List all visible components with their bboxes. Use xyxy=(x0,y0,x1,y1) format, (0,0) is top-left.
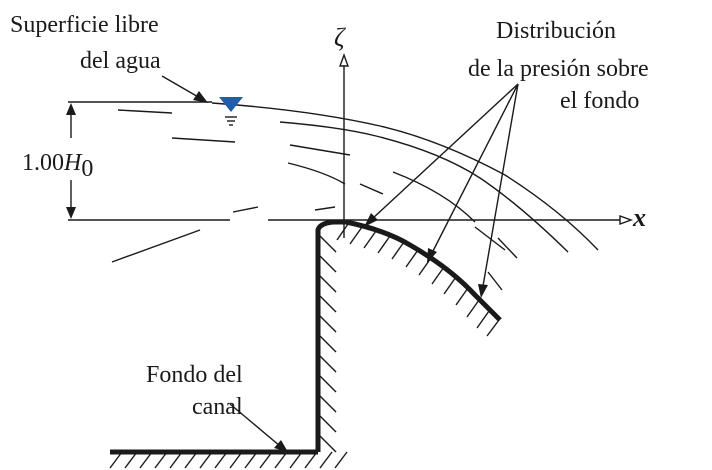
hatch-mark xyxy=(476,310,490,329)
hatch-mark xyxy=(199,451,213,469)
hatch-mark xyxy=(259,451,273,469)
head-symbol: H xyxy=(63,150,83,176)
hatch-mark xyxy=(169,451,183,469)
hatch-mark xyxy=(229,451,243,469)
free-surface-curve xyxy=(211,102,599,251)
head-arrow-up xyxy=(66,103,76,115)
hatch-mark xyxy=(109,451,123,469)
hatch-mark xyxy=(124,451,138,469)
free-surface-leader-arrowhead xyxy=(193,91,208,103)
channel-bottom-leader-arrowhead xyxy=(274,440,288,452)
streamline xyxy=(359,183,384,195)
streamline xyxy=(232,206,259,213)
head-subscript: 0 xyxy=(81,156,93,182)
pressure-label-line3: el fondo xyxy=(560,88,639,114)
hatch-mark xyxy=(154,451,168,469)
pressure-leader-3-arrowhead xyxy=(478,284,488,298)
weir-crest-hatching xyxy=(336,223,500,337)
hatch-mark xyxy=(363,230,377,249)
hatch-mark xyxy=(274,451,288,469)
water-level-marker xyxy=(219,97,243,112)
streamline xyxy=(474,226,506,251)
hatch-mark xyxy=(466,299,480,318)
hatch-mark xyxy=(184,451,198,469)
hatch-mark xyxy=(139,451,153,469)
hatch-mark xyxy=(418,257,432,276)
hatch-mark xyxy=(319,275,337,293)
streamline xyxy=(497,237,518,259)
pressure-leader-1 xyxy=(371,83,519,220)
hatch-mark xyxy=(319,451,333,469)
streamline xyxy=(392,171,476,223)
channel-bottom-label-line1: Fondo del xyxy=(146,362,243,388)
weir-crest-profile xyxy=(315,219,502,452)
hatch-mark xyxy=(319,255,337,273)
streamline xyxy=(314,206,336,211)
zeta-axis-arrow xyxy=(339,52,349,67)
streamline xyxy=(487,271,503,291)
hatch-mark xyxy=(289,451,303,469)
hatch-mark xyxy=(349,226,363,245)
hatch-mark xyxy=(443,276,457,295)
weir-face-hatching xyxy=(319,235,337,453)
hatch-mark xyxy=(319,435,337,453)
free-surface-label-line1: Superficie libre xyxy=(10,12,159,38)
zeta-axis-label: ζ xyxy=(334,23,346,52)
channel-bottom-hatching xyxy=(109,451,348,469)
streamlines xyxy=(111,109,569,291)
free-surface-leader xyxy=(161,75,201,99)
hatch-mark xyxy=(319,335,337,353)
pressure-leader-1-arrowhead xyxy=(364,213,378,227)
channel-bottom-leader xyxy=(229,403,281,447)
pressure-label-line2: de la presión sobre xyxy=(468,56,649,82)
streamline xyxy=(117,109,173,114)
streamline xyxy=(287,162,346,185)
hatch-mark xyxy=(319,315,337,333)
hatch-mark xyxy=(319,395,337,413)
streamline xyxy=(111,229,201,263)
hatch-mark xyxy=(319,235,337,253)
hatch-mark xyxy=(304,451,318,469)
hatch-mark xyxy=(334,451,348,469)
streamline xyxy=(171,137,236,143)
hatch-mark xyxy=(319,295,337,313)
hatch-mark xyxy=(214,451,228,469)
streamline xyxy=(279,121,569,253)
x-axis-label: x xyxy=(632,203,646,232)
hatch-mark xyxy=(391,241,405,260)
free-surface-label-line2: del agua xyxy=(80,48,161,74)
pressure-leader-2 xyxy=(431,83,519,254)
hatch-mark xyxy=(405,249,419,268)
hatch-mark xyxy=(319,375,337,393)
hatch-mark xyxy=(377,235,391,254)
hatch-mark xyxy=(486,319,500,337)
hatch-mark xyxy=(319,415,337,433)
streamline xyxy=(289,144,351,156)
head-label: 1.00H0 xyxy=(22,150,93,182)
hatch-mark xyxy=(455,287,469,306)
hatch-mark xyxy=(336,223,349,241)
pressure-leader-3 xyxy=(482,83,519,287)
pressure-label-line1: Distribución xyxy=(496,18,616,44)
x-axis-arrow xyxy=(619,215,634,225)
hatch-mark xyxy=(319,355,337,373)
hatch-mark xyxy=(431,266,445,285)
pressure-leader-2-arrowhead xyxy=(427,248,437,263)
head-arrow-down xyxy=(66,207,76,219)
head-prefix: 1.00 xyxy=(22,150,64,176)
channel-bottom-label-line2: canal xyxy=(192,394,243,420)
hatch-mark xyxy=(244,451,258,469)
